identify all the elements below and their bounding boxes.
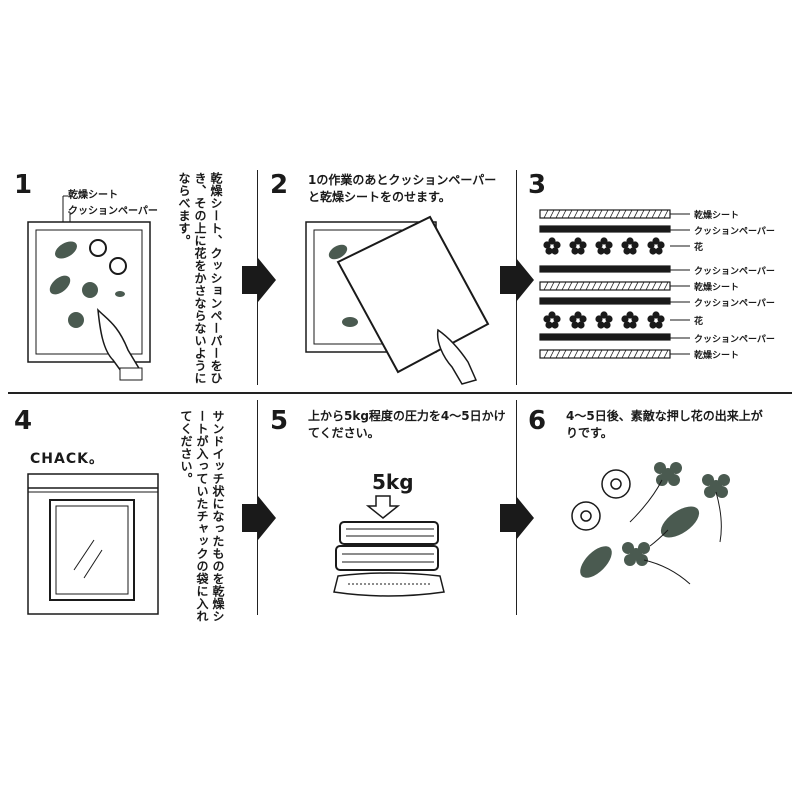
- arrow-right-icon: [242, 258, 276, 302]
- label-drying-sheet: 乾燥シート: [68, 190, 118, 201]
- flower-icon: [595, 237, 613, 255]
- step-number: 6: [528, 406, 547, 436]
- layer-label: クッションペーパー: [694, 299, 775, 309]
- flower-icon: [647, 311, 665, 329]
- flower-icon: [569, 311, 587, 329]
- cushion-paper-layer: [539, 265, 671, 273]
- layer-label: クッションペーパー: [694, 267, 775, 277]
- pressed-flowers-illustration: [571, 462, 730, 585]
- cushion-paper-layer: [539, 225, 671, 233]
- flower-icon: [569, 237, 587, 255]
- layer-label: クッションペーパー: [694, 227, 775, 237]
- arrow-right-icon: [242, 496, 276, 540]
- cushion-paper-layer: [539, 297, 671, 305]
- flower-icon: [543, 237, 561, 255]
- arrow-right-icon: [500, 258, 534, 302]
- step2-text: 1の作業のあとクッションペーパーと乾燥シートをのせます。: [308, 173, 497, 204]
- layer-label: 花: [694, 243, 704, 253]
- layer-label: クッションペーパー: [694, 335, 775, 345]
- flower-icon: [647, 237, 665, 255]
- step-number: 2: [270, 170, 289, 200]
- layer-label: 乾燥シート: [694, 351, 740, 361]
- zipper-bag-illustration: [27, 473, 159, 615]
- step3-layers: [539, 209, 690, 359]
- layer-label: 花: [694, 317, 704, 327]
- label-cushion-paper: クッションペーパー: [68, 206, 158, 217]
- layer-label: 乾燥シート: [694, 283, 740, 293]
- step1-illustration: [27, 195, 151, 381]
- row-divider: [8, 392, 792, 394]
- step4-text: サンドイッチ状になったものを乾燥シートが入っていたチャックの袋に入れてください。: [179, 410, 225, 623]
- step-number: 1: [14, 170, 33, 200]
- step1-text: 乾燥シート、クッションペーパーをひき、その上に花をかさならないようにならべます。: [177, 172, 223, 385]
- layer-label: 乾燥シート: [694, 211, 740, 221]
- step-number: 4: [14, 406, 33, 436]
- step5-text: 上から5kg程度の圧力を4〜5日かけてください。: [308, 409, 506, 440]
- cushion-paper-layer: [539, 333, 671, 341]
- chack-label: CHACK。: [30, 451, 104, 467]
- flower-icon: [543, 311, 561, 329]
- step-number: 3: [528, 170, 547, 200]
- flower-icon: [621, 237, 639, 255]
- flower-icon: [595, 311, 613, 329]
- step-number: 5: [270, 406, 289, 436]
- step6-text: 4〜5日後、素敵な押し花の出来上がりです。: [566, 409, 763, 440]
- weight-label: 5kg: [372, 470, 414, 494]
- arrow-right-icon: [500, 496, 534, 540]
- step2-illustration: [305, 215, 490, 385]
- flower-icon: [621, 311, 639, 329]
- press-illustration: [333, 495, 445, 597]
